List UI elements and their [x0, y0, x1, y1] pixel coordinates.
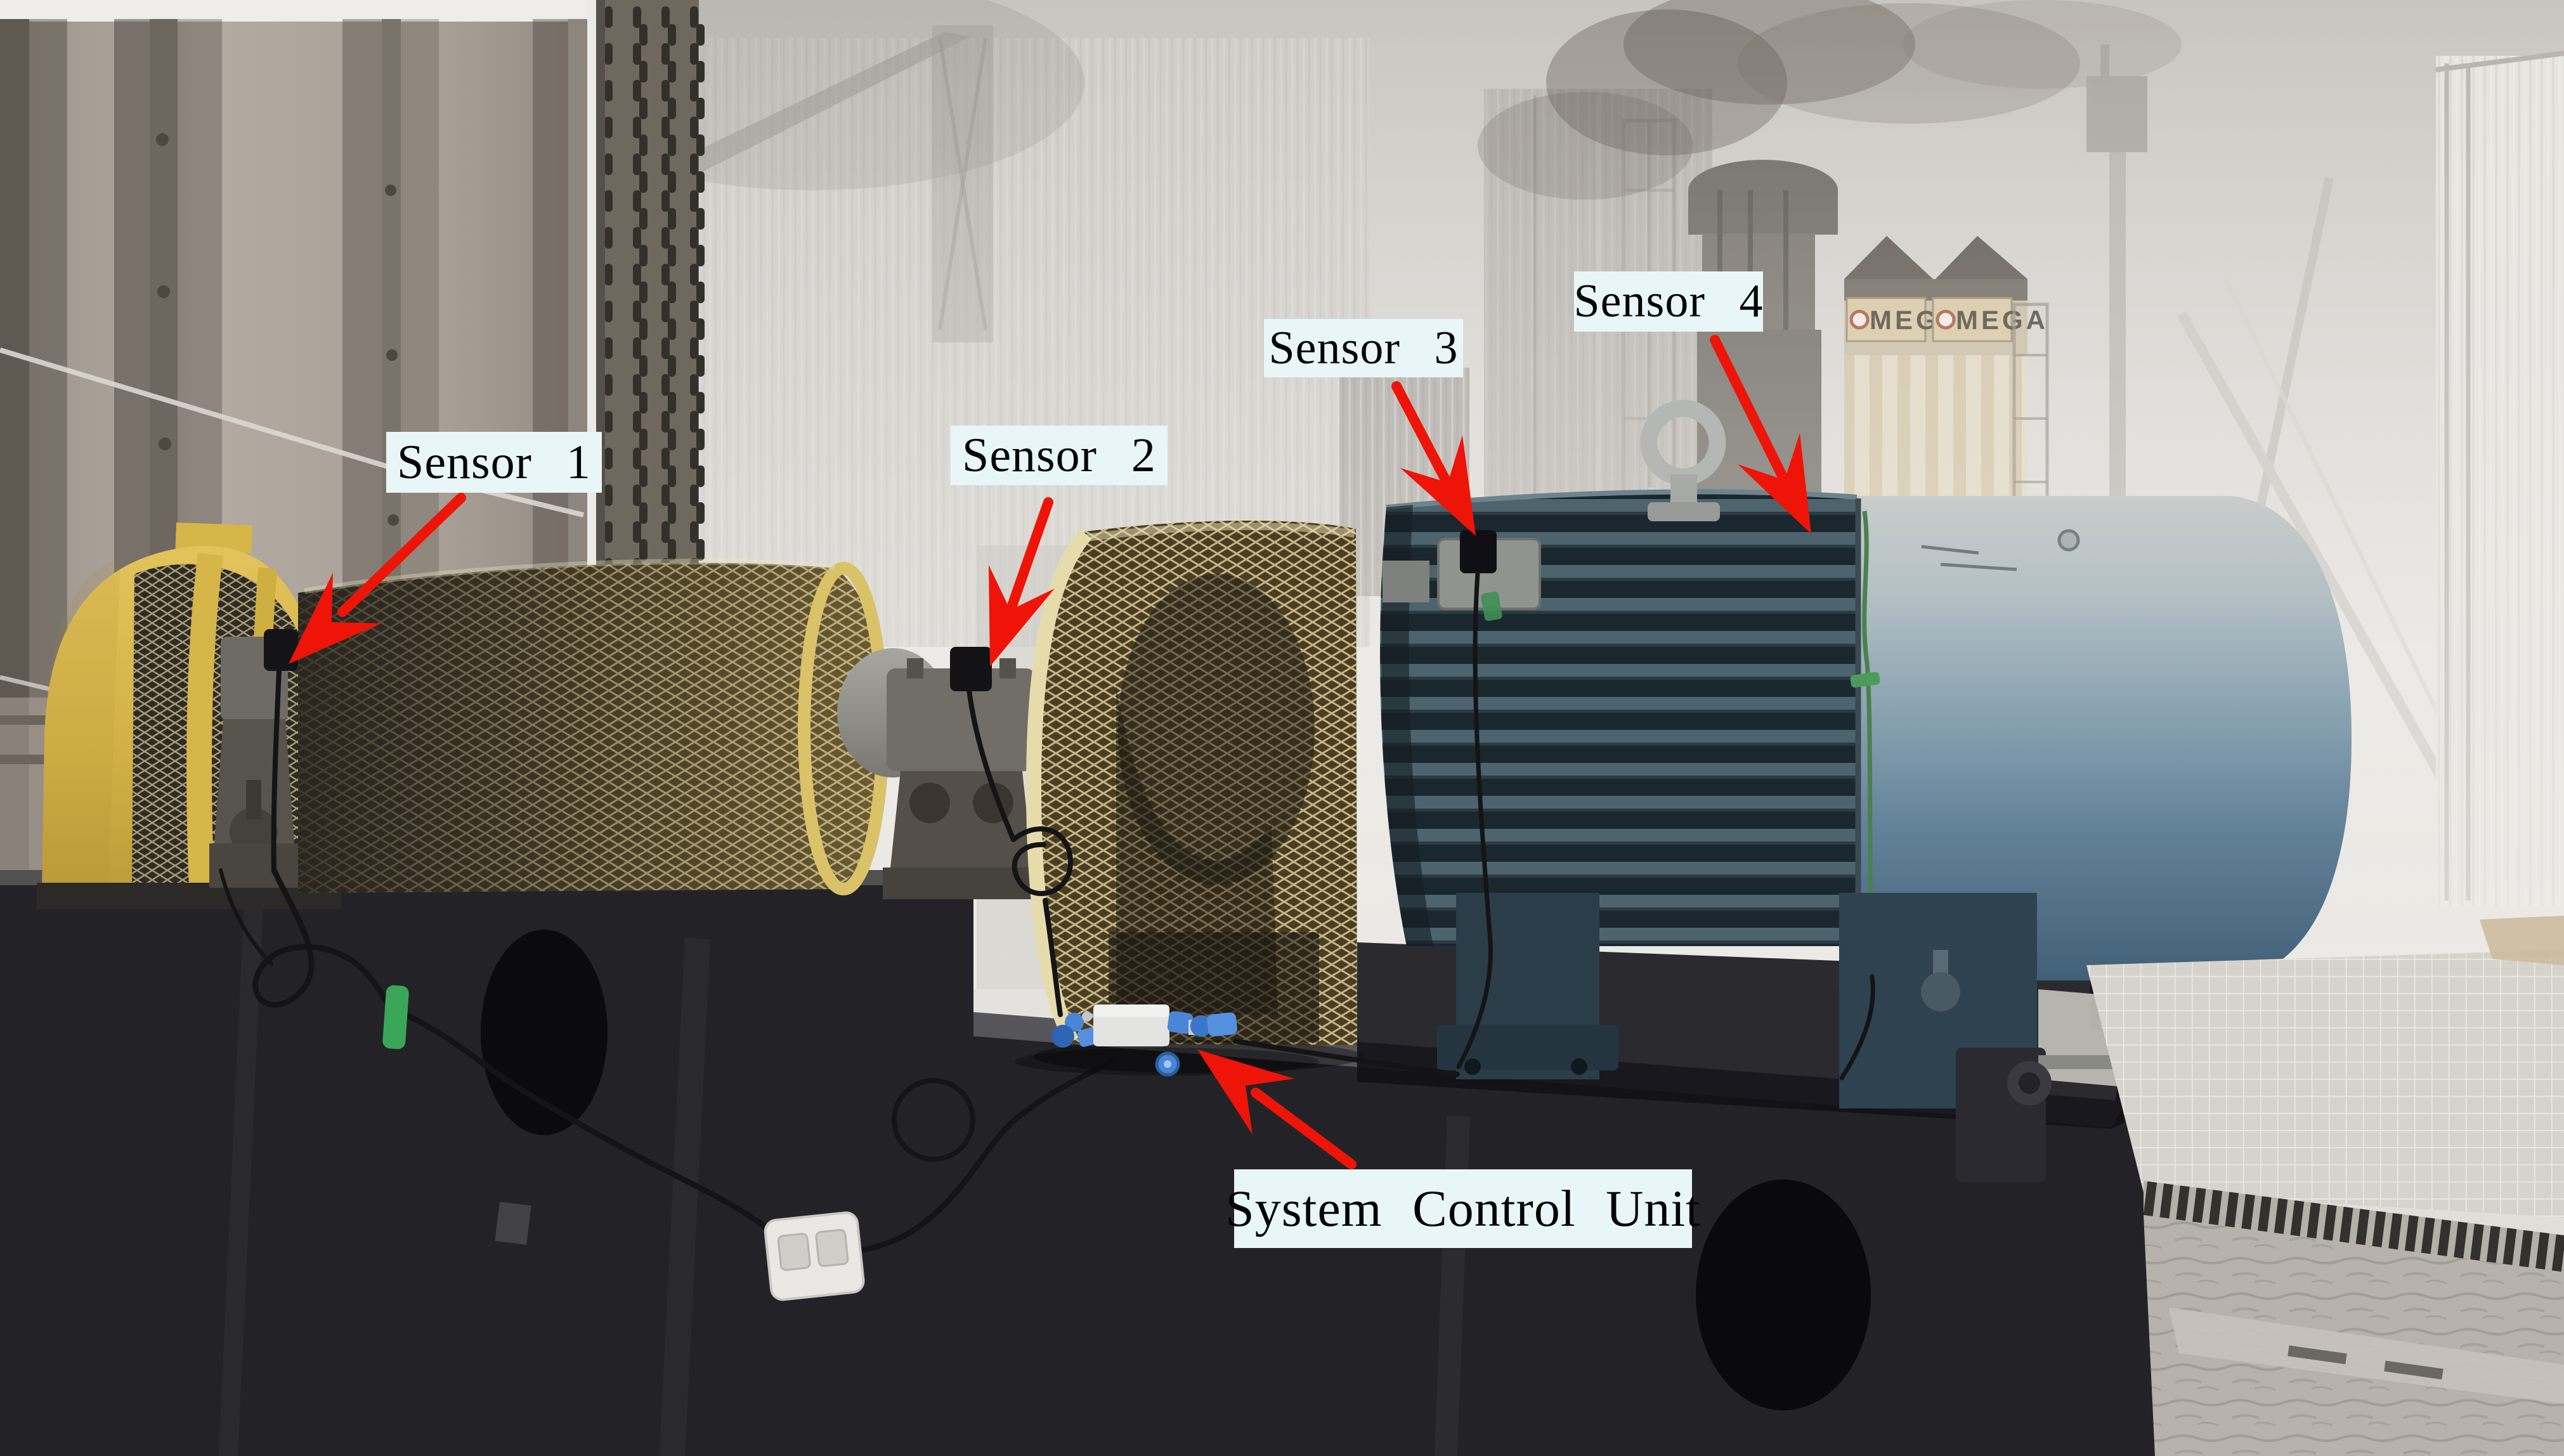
sensor-1-device	[264, 629, 298, 671]
sensor-2-device	[950, 647, 992, 691]
drain-grate	[2144, 1181, 2564, 1273]
impeller-shadow	[1118, 574, 1315, 885]
housing-rib	[186, 552, 223, 890]
system-control-unit-label: System Control Unit	[1225, 1169, 1700, 1248]
cover-bolt	[2057, 529, 2080, 552]
sensor-3-device	[1460, 530, 1497, 573]
system-control-unit-device	[1015, 1004, 1319, 1077]
coupling-mesh-guard	[298, 559, 889, 895]
junction-box	[764, 1211, 865, 1301]
arrow-sensor-3	[1391, 381, 1476, 536]
mesh-fence	[2086, 950, 2564, 1218]
sensor-4-label: Sensor 4	[1574, 271, 1763, 332]
green-cable-tie-1	[1481, 591, 1502, 621]
arrow-system-control-unit	[1197, 1050, 1357, 1169]
lifting-eye-bolt	[1640, 400, 1726, 521]
green-cable-connector	[382, 985, 409, 1050]
fan-drum-mesh-guard	[1025, 520, 1363, 1073]
sensor-4-wire	[1862, 510, 1875, 977]
motor-lug	[1383, 561, 1429, 602]
sensor-1-label: Sensor 1	[386, 432, 602, 493]
sensor-3-label: Sensor 3	[1264, 319, 1463, 377]
paved-ground	[2086, 916, 2564, 1456]
sensor-2-label: Sensor 2	[951, 426, 1168, 485]
arrow-sensor-4	[1710, 335, 1811, 534]
motor-rear-cover	[1857, 496, 2352, 980]
base-label-patch	[495, 1202, 531, 1245]
base-hole-right	[1696, 1180, 1871, 1410]
annotation-arrows	[289, 335, 1811, 1169]
green-cable-tie-2	[1850, 672, 1880, 688]
sensor-cables	[219, 571, 1875, 1254]
arrow-sensor-1	[289, 493, 466, 664]
arrow-sensor-2	[989, 497, 1055, 666]
drum-rim	[1025, 529, 1092, 1045]
